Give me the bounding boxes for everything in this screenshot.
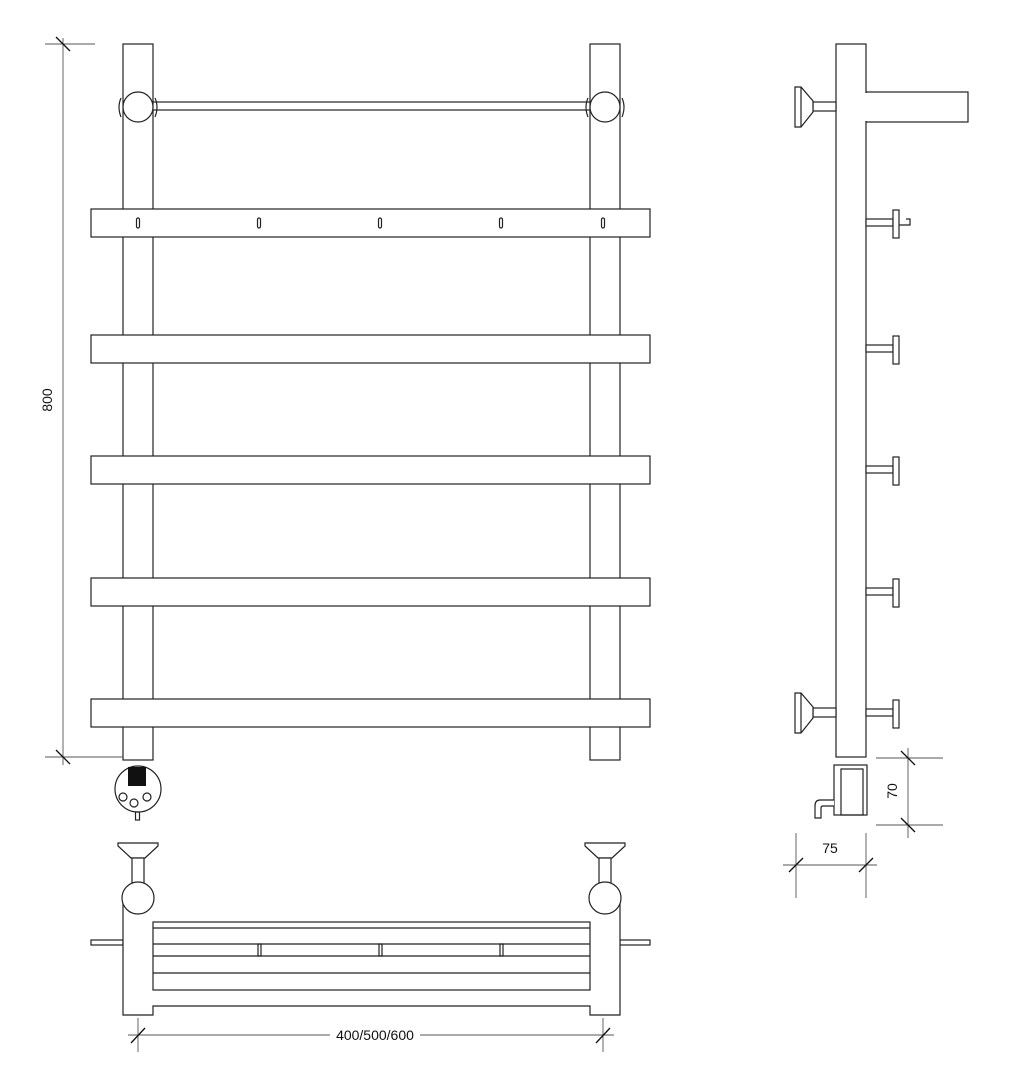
control-button-icon xyxy=(118,792,128,802)
control-unit xyxy=(114,765,162,821)
shelf-bar xyxy=(90,334,651,364)
front-view: 800 xyxy=(39,36,651,821)
depth-label: 75 xyxy=(822,840,838,856)
bar-end-left xyxy=(90,939,124,946)
width-label: 400/500/600 xyxy=(336,1027,414,1043)
heater-element xyxy=(814,764,868,819)
top-rail xyxy=(152,101,591,111)
top-view: 400/500/600 xyxy=(90,842,651,1052)
shelf-bar xyxy=(90,698,651,728)
hook-icon xyxy=(498,217,504,229)
left-post xyxy=(122,43,154,761)
control-button-icon xyxy=(129,798,139,808)
hook-icon xyxy=(377,217,383,229)
width-dimension: 400/500/600 xyxy=(128,1018,614,1052)
side-wall-mount-bottom xyxy=(794,692,837,734)
heater-height-label: 70 xyxy=(884,783,900,799)
shelf-bars xyxy=(90,208,651,728)
hook-icon xyxy=(600,217,606,229)
wall-mount-left xyxy=(117,842,159,915)
wall-mount-right xyxy=(584,842,626,915)
side-bar-ends xyxy=(865,209,911,729)
side-wall-mount-top xyxy=(794,86,837,128)
height-dimension: 800 xyxy=(39,36,123,765)
bar-end-right xyxy=(619,939,651,946)
control-button-icon xyxy=(142,792,152,802)
height-label: 800 xyxy=(39,388,55,412)
top-rail-mount-left xyxy=(118,91,158,123)
display-icon xyxy=(128,767,146,786)
side-view: 70 75 xyxy=(783,43,969,898)
heater-height-dimension: 70 xyxy=(876,748,943,838)
bar-hooks xyxy=(135,217,606,229)
shelf-bar xyxy=(90,208,651,238)
shelf-bar xyxy=(90,455,651,485)
top-rail-arm xyxy=(865,91,969,123)
hook-icon xyxy=(135,217,141,229)
depth-dimension: 75 xyxy=(783,833,877,898)
right-post xyxy=(589,43,621,761)
hook-icon xyxy=(256,217,262,229)
side-post xyxy=(835,43,867,758)
top-rail-mount-right xyxy=(585,91,625,123)
shelf-bar xyxy=(90,577,651,607)
